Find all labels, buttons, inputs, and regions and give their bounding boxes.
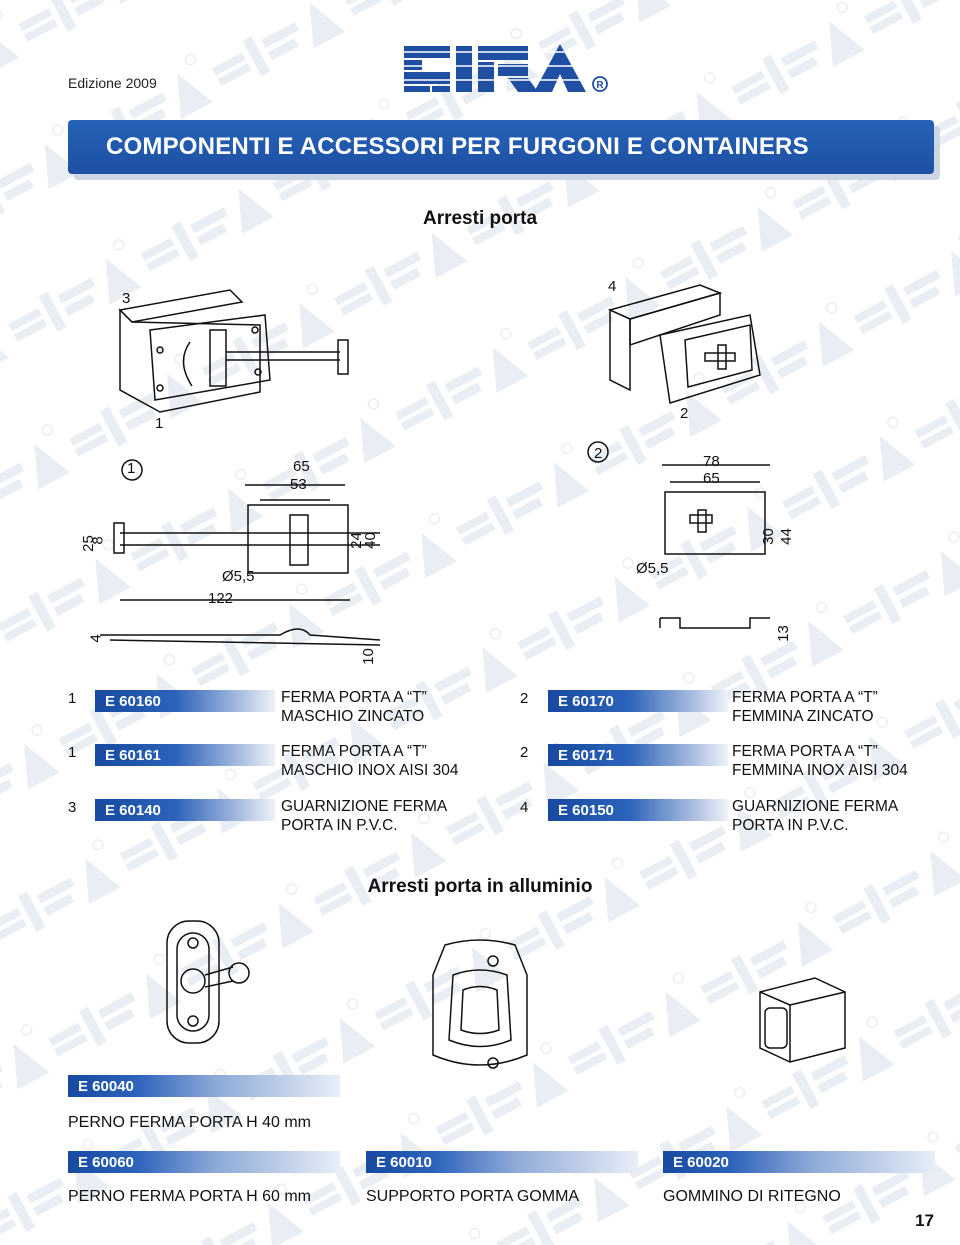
dim-13: 13 xyxy=(774,625,792,642)
desc-line2: FEMMINA ZINCATO xyxy=(732,708,874,725)
row-num: 1 xyxy=(68,744,77,761)
desc-line1: FERMA PORTA A “T” xyxy=(732,743,878,760)
male-t-stop-dimension-drawing xyxy=(100,459,381,646)
desc-line2: MASCHIO ZINCATO xyxy=(281,708,425,725)
product-code: E 60150 xyxy=(548,799,728,821)
product-code: E 60140 xyxy=(95,799,275,821)
dim-122: 122 xyxy=(208,590,234,607)
row-num: 2 xyxy=(520,744,529,761)
female-t-stop-isometric-drawing xyxy=(607,284,761,404)
banner-title: COMPONENTI E ACCESSORI PER FURGONI E CON… xyxy=(106,133,809,160)
callout-2-right: 2 xyxy=(680,405,689,422)
desc-line1: FERMA PORTA A “T” xyxy=(281,689,427,706)
dim-44: 44 xyxy=(777,528,795,545)
product-code: E 60010 xyxy=(366,1151,638,1173)
svg-text:R: R xyxy=(596,80,604,91)
section-title-arresti-porta: Arresti porta xyxy=(422,208,538,229)
product-description: PERNO FERMA PORTA H 40 mm xyxy=(68,1114,312,1131)
row-num: 1 xyxy=(68,690,77,707)
rubber-support-drawing xyxy=(432,939,528,1069)
row-num: 2 xyxy=(520,690,529,707)
technical-drawings: 3 1 4 2 1 65 53 25 xyxy=(0,270,960,680)
product-description: SUPPORTO PORTA GOMMA xyxy=(366,1188,580,1205)
desc-line2: MASCHIO INOX AISI 304 xyxy=(281,762,459,779)
male-t-stop-isometric-drawing xyxy=(118,289,349,413)
edition-label: Edizione 2009 xyxy=(68,75,157,91)
product-table: 1 E 60160 FERMA PORTA A “T” MASCHIO ZINC… xyxy=(68,688,938,848)
product-code: E 60060 xyxy=(68,1151,340,1173)
desc-line1: GUARNIZIONE FERMA xyxy=(281,798,448,815)
circled-callout-1: 1 xyxy=(127,460,136,477)
product-code: E 60171 xyxy=(548,744,728,766)
desc-line2: PORTA IN P.V.C. xyxy=(732,817,849,834)
product-description: GUARNIZIONE FERMA PORTA IN P.V.C. xyxy=(281,797,447,835)
product-description: FERMA PORTA A “T” FEMMINA ZINCATO xyxy=(732,688,878,726)
desc-line2: FEMMINA INOX AISI 304 xyxy=(732,762,908,779)
dim-78: 78 xyxy=(703,453,720,470)
dim-hole-diameter-left: Ø5,5 xyxy=(222,568,255,585)
product-description: FERMA PORTA A “T” MASCHIO INOX AISI 304 xyxy=(281,742,458,780)
callout-4-right: 4 xyxy=(608,278,617,295)
desc-line2: PORTA IN P.V.C. xyxy=(281,817,398,834)
dim-53-left: 53 xyxy=(290,476,307,493)
dim-65-right: 65 xyxy=(703,470,720,487)
dim-30: 30 xyxy=(759,528,777,545)
row-num: 4 xyxy=(520,799,529,816)
sira-logo: R xyxy=(404,44,608,92)
product-description: GUARNIZIONE FERMA PORTA IN P.V.C. xyxy=(732,797,898,835)
door-pin-drawing xyxy=(166,920,250,1044)
dim-65-left: 65 xyxy=(293,458,310,475)
desc-line1: GUARNIZIONE FERMA xyxy=(732,798,899,815)
product-code: E 60020 xyxy=(663,1151,935,1173)
product-code: E 60170 xyxy=(548,690,728,712)
desc-line1: FERMA PORTA A “T” xyxy=(732,689,878,706)
product-description: FERMA PORTA A “T” MASCHIO ZINCATO xyxy=(281,688,427,726)
product-code: E 60161 xyxy=(95,744,275,766)
circled-callout-2: 2 xyxy=(594,445,603,462)
row-num: 3 xyxy=(68,799,77,816)
retaining-rubber-drawing xyxy=(759,977,846,1063)
female-t-stop-dimension-drawing xyxy=(587,441,770,629)
product-description: GOMMINO DI RITEGNO xyxy=(663,1188,841,1205)
product-description: PERNO FERMA PORTA H 60 mm xyxy=(68,1188,312,1205)
section-title-aluminium: Arresti porta in alluminio xyxy=(367,876,593,897)
callout-3-left: 3 xyxy=(122,290,131,307)
page-number: 17 xyxy=(915,1211,934,1230)
dim-10: 10 xyxy=(359,648,377,665)
page-banner: COMPONENTI E ACCESSORI PER FURGONI E CON… xyxy=(68,120,934,174)
dim-40: 40 xyxy=(361,532,379,549)
product-code: E 60040 xyxy=(68,1075,340,1097)
callout-1-left: 1 xyxy=(155,415,164,432)
dim-hole-diameter-right: Ø5,5 xyxy=(636,560,669,577)
dim-4: 4 xyxy=(87,634,105,643)
dim-8: 8 xyxy=(89,536,107,545)
product-description: FERMA PORTA A “T” FEMMINA INOX AISI 304 xyxy=(732,742,908,780)
desc-line1: FERMA PORTA A “T” xyxy=(281,743,427,760)
product-code: E 60160 xyxy=(95,690,275,712)
